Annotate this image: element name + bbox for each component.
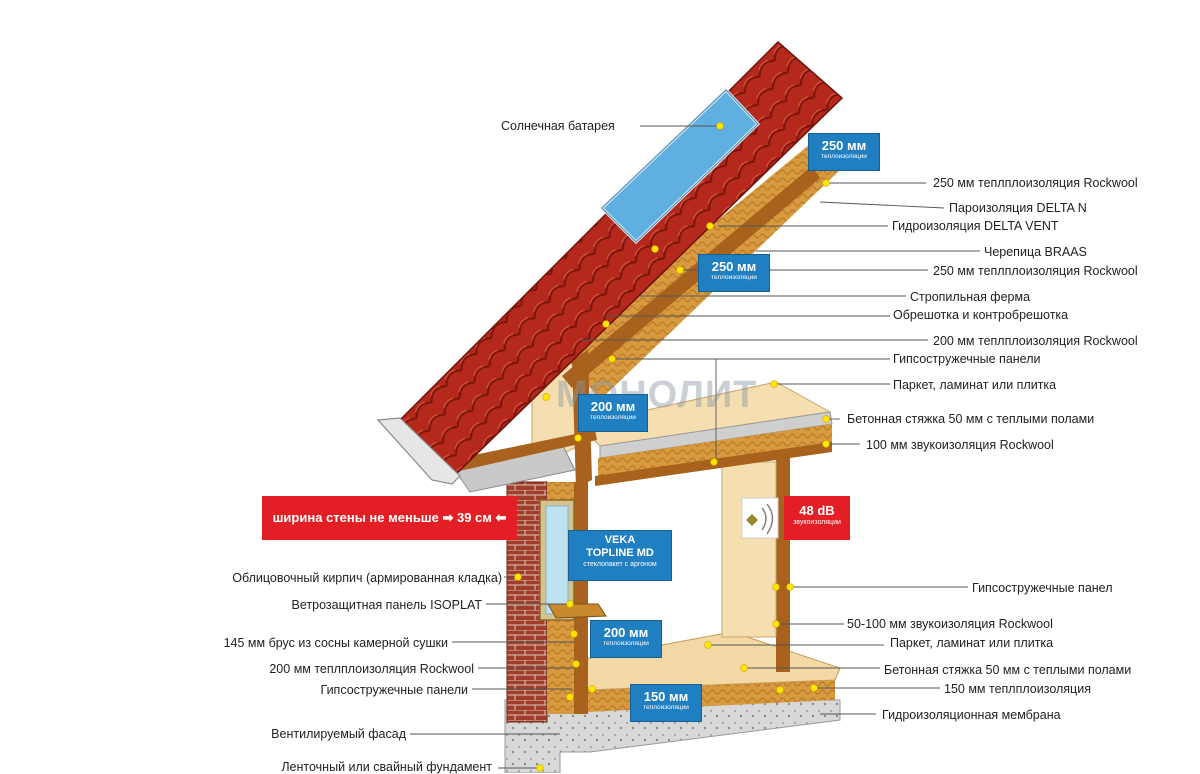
gutter — [376, 417, 461, 485]
wall-width-banner: ширина стены не меньше ➡ 39 см ⬅ — [262, 496, 517, 540]
label-rafter-truss: Стропильная ферма — [910, 290, 1031, 304]
label-roof-tiles: Черепица BRAAS — [984, 245, 1087, 259]
label-solar-panel: Солнечная батарея — [501, 119, 615, 133]
sound-insulation-badge: 48 dB звукоизоляции — [784, 496, 850, 540]
badge-value: 150 мм — [643, 689, 689, 704]
label-wall-insulation: 200 мм теплплоизоляция Rockwool — [269, 662, 474, 676]
badge-value: 200 мм — [590, 399, 636, 414]
label-sound-insulation-50-100: 50-100 мм звукоизоляция Rockwool — [847, 617, 1053, 631]
label-wind-panel: Ветрозащитная панель ISOPLAT — [291, 598, 482, 612]
label-roof-insulation-250b: 250 мм теплплоизоляция Rockwool — [933, 264, 1138, 278]
window-spec-badge: VEKA TOPLINE MD стеклопакет с аргоном — [568, 530, 672, 581]
label-floor-insulation-150: 150 мм теплплоизоляция — [944, 682, 1091, 696]
interior-wall — [776, 452, 790, 672]
insulation-badge-attic: 200 мм теплоизоляции — [578, 394, 648, 432]
insulation-badge-roof-mid: 250 мм теплоизоляции — [698, 254, 770, 292]
label-facing-brick: Облицовочный кирпич (армированная кладка… — [232, 571, 502, 585]
label-vapor-barrier: Пароизоляция DELTA N — [949, 201, 1087, 215]
insulation-badge-roof-top: 250 мм теплоизоляции — [808, 133, 880, 171]
insulation-badge-floor: 150 мм теплоизоляции — [630, 684, 702, 722]
label-gypsum-panel-wall: Гипсостружечные панел — [972, 581, 1113, 595]
badge-caption: теплоизоляции — [590, 414, 636, 421]
rafter-beam — [562, 166, 820, 388]
badge-caption: теплоизоляции — [603, 640, 649, 647]
label-flooring-attic: Паркет, ламинат или плитка — [893, 378, 1057, 392]
label-screed-attic: Бетонная стяжка 50 мм с теплыми полами — [847, 412, 1095, 426]
label-insulation-200: 200 мм теплплоизоляция Rockwool — [933, 334, 1138, 348]
window-glass — [545, 505, 569, 615]
label-ventilated-facade: Вентилируемый фасад — [271, 727, 406, 741]
interior-panel — [721, 461, 777, 638]
label-waterproofing: Гидроизоляция DELTA VENT — [892, 219, 1059, 233]
insulation-badge-wall: 200 мм теплоизоляции — [590, 620, 662, 658]
foundation — [504, 699, 841, 773]
label-sound-insulation-100: 100 мм звукоизоляция Rockwool — [866, 438, 1054, 452]
window-model: TOPLINE MD — [586, 547, 654, 559]
label-roof-insulation-250: 250 мм теплплоизоляция Rockwool — [933, 176, 1138, 190]
label-waterproof-membrane: Гидроизоляционная мембрана — [882, 708, 1061, 722]
window-sill — [547, 603, 607, 619]
badge-value: 200 мм — [603, 625, 649, 640]
badge-value: 250 мм — [711, 259, 757, 274]
sound-caption: звукоизоляции — [793, 519, 841, 526]
label-gypsum-panels-left: Гипсостружечные панели — [320, 683, 469, 697]
badge-caption: теплоизоляции — [821, 153, 867, 160]
label-foundation: Ленточный или свайный фундамент — [281, 760, 492, 774]
label-screed-ground: Бетонная стяжка 50 мм с теплыми полами — [884, 663, 1132, 677]
window-glass-spec: стеклопакет с аргоном — [583, 561, 657, 568]
label-flooring-ground: Паркет, ламинат или плитка — [890, 636, 1054, 650]
badge-value: 250 мм — [821, 138, 867, 153]
eave-beam — [450, 430, 597, 472]
label-gypsum-panels-attic: Гипсостружечные панели — [893, 352, 1041, 366]
label-battens: Обрешотка и контробрешотка — [893, 308, 1069, 322]
label-pine-beam: 145 мм брус из сосны камерной сушки — [223, 636, 448, 650]
window-brand: VEKA — [604, 534, 636, 546]
sound-wave-icon — [741, 497, 779, 539]
badge-caption: теплоизоляции — [711, 274, 757, 281]
wall-timber — [574, 482, 588, 714]
badge-caption: теплоизоляции — [643, 704, 689, 711]
sound-value: 48 dB — [799, 503, 835, 518]
attic-floor-insulation — [598, 424, 832, 478]
